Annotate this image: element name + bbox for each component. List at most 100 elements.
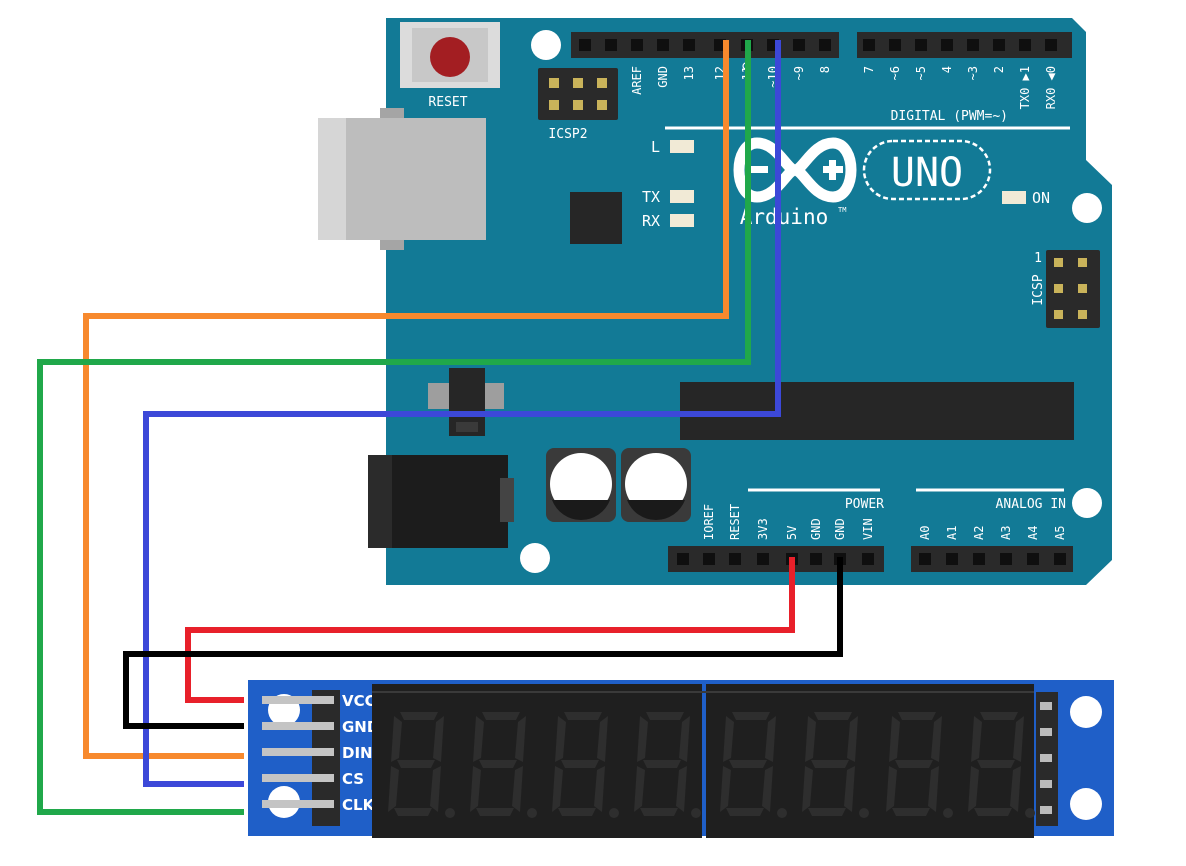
digital-pin-label: GND [656, 66, 670, 88]
power-pin-label: 3V3 [756, 518, 770, 540]
logo-text: Arduino [740, 205, 829, 229]
mounting-hole [520, 543, 550, 573]
header-hole [973, 553, 985, 565]
digital-pin-label: 13 [682, 66, 696, 80]
analog-pin-label: A0 [918, 526, 932, 540]
header-hole [862, 553, 874, 565]
digital-pin-label: 4 [940, 66, 954, 73]
module-pin [262, 800, 334, 808]
board-model: UNO [891, 150, 963, 196]
arduino-logo [733, 137, 857, 203]
mounting-hole [1072, 488, 1102, 518]
led-l-label: L [651, 138, 660, 156]
header-hole [863, 39, 875, 51]
header-hole [1000, 553, 1012, 565]
header-hole [757, 553, 769, 565]
digital-pin-label: ~5 [914, 66, 928, 80]
microcontroller-chip [570, 192, 622, 244]
power-pin-label: IOREF [702, 504, 716, 540]
header-hole [579, 39, 591, 51]
digital-pin-label: 2 [992, 66, 1006, 73]
mounting-hole [531, 30, 561, 60]
header-hole [729, 553, 741, 565]
input-pin-header [262, 690, 340, 826]
header-hole [657, 39, 669, 51]
digital-header [571, 32, 1072, 58]
header-hole [631, 39, 643, 51]
header-hole [889, 39, 901, 51]
digital-pin-label: ~3 [966, 66, 980, 80]
header-hole [941, 39, 953, 51]
logo-tm: TM [838, 206, 846, 214]
module-pin [262, 696, 334, 704]
module-pin-label: VCC [342, 692, 376, 710]
icsp2-label: ICSP2 [548, 127, 587, 142]
digital-pin-label: 7 [862, 66, 876, 73]
icsp-pin1-label: 1 [1034, 251, 1042, 266]
header-hole [703, 553, 715, 565]
led-on-label: ON [1032, 189, 1050, 207]
reset-button[interactable] [400, 22, 500, 88]
wire-orange-d12-to-din [83, 40, 729, 759]
power-header [668, 546, 884, 572]
wire-black-gnd-to-gnd [123, 557, 843, 729]
analog-header [911, 546, 1073, 572]
header-hole [919, 553, 931, 565]
header-hole [967, 39, 979, 51]
seven-segment-digit [886, 712, 953, 818]
header-hole [1054, 553, 1066, 565]
seven-segment-digit [388, 712, 455, 818]
digit-row [388, 712, 1035, 818]
header-hole [1045, 39, 1057, 51]
wire-green-d11-to-clk [37, 40, 751, 815]
analog-pin-label: A1 [945, 526, 959, 540]
seven-segment-digit [634, 712, 701, 818]
seven-segment-digit [720, 712, 787, 818]
digital-pin-label: 8 [818, 66, 832, 73]
led-tx [670, 190, 694, 203]
usb-connector [318, 108, 486, 250]
plus-icon [829, 160, 836, 180]
analog-pin-label: A4 [1026, 526, 1040, 540]
header-hole [1027, 553, 1039, 565]
wires [37, 40, 843, 815]
digital-pin-label: ~9 [792, 66, 806, 80]
analog-label: ANALOG IN [996, 497, 1066, 512]
header-hole [793, 39, 805, 51]
led-l [670, 140, 694, 153]
power-pin-label: RESET [728, 504, 742, 540]
minus-icon [748, 166, 768, 173]
seven-segment-digit [968, 712, 1035, 818]
digital-label: DIGITAL (PWM=~) [891, 109, 1008, 124]
led-rx-label: RX [642, 212, 660, 230]
mounting-hole [1072, 193, 1102, 223]
module-pin-label: CLK [342, 796, 376, 814]
wire-red-5v-to-vcc [185, 557, 795, 703]
led-tx-label: TX [642, 188, 660, 206]
module-pin [262, 722, 334, 730]
seven-segment-digit [552, 712, 619, 818]
module-pin [262, 774, 334, 782]
header-hole [819, 39, 831, 51]
header-hole [1019, 39, 1031, 51]
header-hole [605, 39, 617, 51]
voltage-regulator [428, 368, 504, 436]
digital-pin-label: RX0 ◀0 [1044, 66, 1058, 109]
module-pin-label: DIN [342, 744, 373, 762]
module-pin-label: GND [342, 718, 379, 736]
digital-pin-label: ~6 [888, 66, 902, 80]
digital-pin-label: TX0 ▶1 [1018, 66, 1032, 109]
module-hole [1070, 788, 1102, 820]
icsp2-header [538, 68, 618, 120]
analog-pin-label: A5 [1053, 526, 1067, 540]
header-hole [810, 553, 822, 565]
output-pin-header [1036, 692, 1058, 826]
module-pin [262, 748, 334, 756]
